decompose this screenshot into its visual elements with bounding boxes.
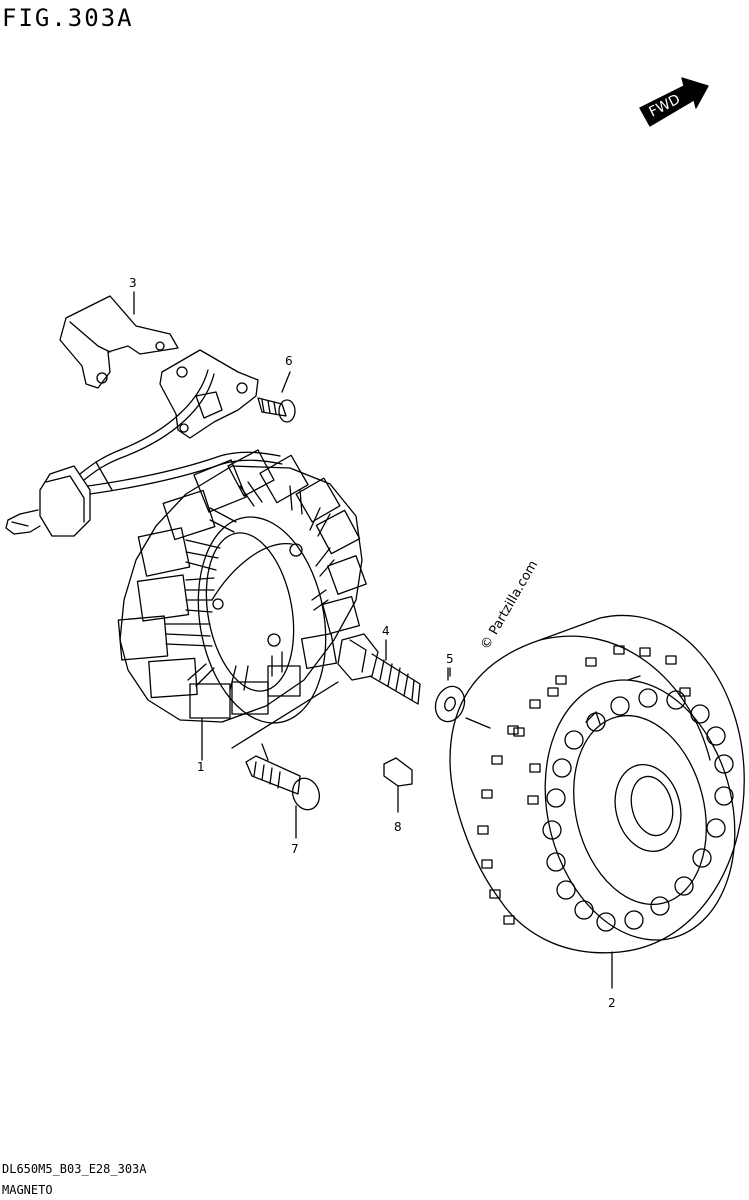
rotor-part-2 <box>449 614 745 954</box>
fwd-arrow-icon: FWD <box>639 77 709 127</box>
screw-part-7 <box>245 755 321 839</box>
callout-8: 8 <box>394 820 402 834</box>
key-part-8 <box>383 757 413 813</box>
callout-1: 1 <box>197 760 205 774</box>
diagram-name: MAGNETO <box>2 1183 53 1197</box>
clamp-plate <box>159 349 259 439</box>
figure-title: FIG.303A <box>2 4 134 32</box>
callout-6: 6 <box>285 354 293 368</box>
callout-2: 2 <box>608 996 616 1010</box>
connector <box>5 465 91 537</box>
screw-part-6 <box>257 397 296 423</box>
diagram-code: DL650M5_B03_E28_303A <box>2 1162 147 1176</box>
washer-part-5 <box>434 667 466 723</box>
stator-part-1 <box>117 449 367 761</box>
bracket-part-3 <box>59 295 179 389</box>
callout-4: 4 <box>382 624 390 638</box>
callout-3: 3 <box>129 276 137 290</box>
leader-lines <box>133 291 613 989</box>
callout-5: 5 <box>446 652 454 666</box>
callout-7: 7 <box>291 842 299 856</box>
bolt-part-4 <box>337 633 421 705</box>
